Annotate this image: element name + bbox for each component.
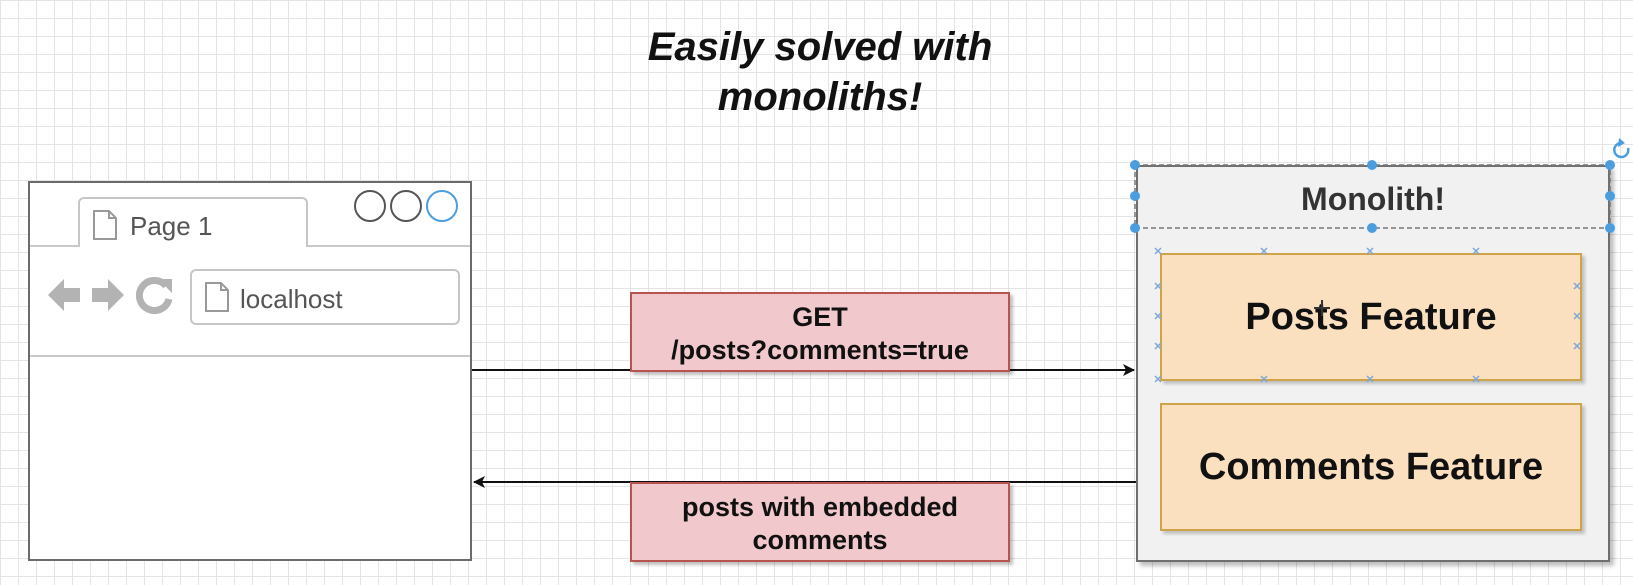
window-minimize-button[interactable] bbox=[354, 190, 386, 222]
window-close-button[interactable] bbox=[426, 190, 458, 222]
address-text: localhost bbox=[240, 284, 343, 314]
browser-tab[interactable]: Page 1 bbox=[78, 197, 308, 247]
address-bar[interactable]: localhost bbox=[190, 269, 460, 325]
request-label[interactable]: GET /posts?comments=true bbox=[630, 292, 1010, 372]
document-icon bbox=[205, 282, 229, 312]
refresh-icon[interactable] bbox=[136, 275, 174, 315]
request-method: GET bbox=[792, 302, 848, 332]
comments-feature-box[interactable]: Comments Feature bbox=[1160, 403, 1582, 531]
tab-label: Page 1 bbox=[130, 211, 213, 241]
document-icon bbox=[93, 210, 117, 240]
response-label[interactable]: posts with embedded comments bbox=[630, 482, 1010, 562]
forward-arrow-icon[interactable] bbox=[90, 275, 126, 315]
response-line-2: comments bbox=[752, 525, 888, 555]
diagram-title: Easily solved with monoliths! bbox=[647, 25, 993, 119]
posts-feature-box[interactable]: Posts Feature bbox=[1160, 253, 1582, 381]
response-line-1: posts with embedded bbox=[681, 492, 959, 522]
monolith-container[interactable]: Monolith! Posts Feature Comments Feature bbox=[1136, 165, 1610, 562]
browser-nav-bar: localhost bbox=[30, 247, 470, 357]
window-maximize-button[interactable] bbox=[390, 190, 422, 222]
request-path: /posts?comments=true bbox=[671, 335, 969, 365]
browser-window[interactable]: Page 1 localhost bbox=[28, 181, 472, 561]
back-arrow-icon[interactable] bbox=[46, 275, 82, 315]
monolith-title[interactable]: Monolith! bbox=[1301, 181, 1445, 217]
browser-tab-bar: Page 1 bbox=[30, 183, 470, 247]
